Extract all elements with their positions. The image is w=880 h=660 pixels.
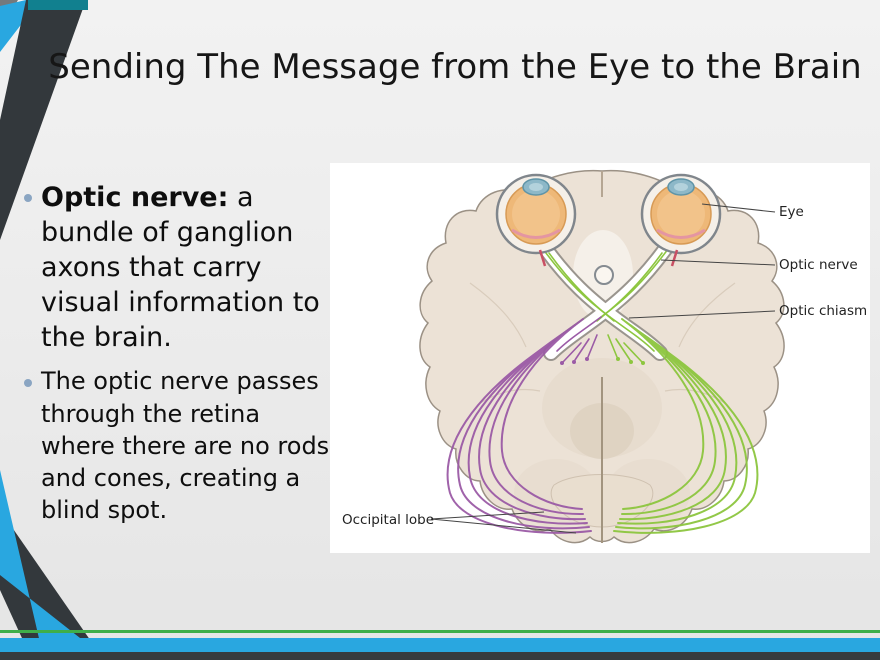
optic-tract-purple [446, 318, 592, 534]
bullet-icon [24, 379, 32, 388]
label-optic-chiasm: Optic chiasm [779, 303, 867, 319]
leader-lines [430, 203, 776, 534]
leader-line-occipital-2 [430, 518, 577, 534]
bottom-blue-bar [0, 638, 880, 652]
label-occipital-lobe: Occipital lobe [342, 512, 434, 528]
bullet-list: Optic nerve: a bundle of ganglion axons … [24, 180, 332, 536]
diagonal-stripe-dark-top [0, 0, 86, 240]
pituitary-circle [594, 265, 614, 285]
brain-interior [469, 171, 736, 543]
slide-title: Sending The Message from the Eye to the … [48, 47, 862, 87]
leader-line-eye [701, 203, 776, 213]
label-eye: Eye [779, 204, 804, 220]
diagonal-stripe-dark-bottom [0, 510, 104, 660]
bottom-green-line [0, 630, 880, 633]
bullet-icon [24, 194, 32, 202]
bullet-item-blind-spot: The optic nerve passes through the retin… [24, 365, 332, 526]
bullet-lead: Optic nerve: [41, 182, 229, 213]
bullet-text: The optic nerve passes through the retin… [41, 365, 332, 526]
top-teal-bar [28, 0, 88, 10]
left-eye [495, 173, 577, 267]
optic-tract-green [613, 318, 759, 534]
bullet-item-optic-nerve: Optic nerve: a bundle of ganglion axons … [24, 180, 332, 355]
leader-line-optic-chiasm [628, 310, 776, 319]
brain-diagram: Eye Optic nerve Optic chiasm Occipital l… [330, 163, 870, 553]
diagonal-stripe-blue [0, 470, 108, 660]
right-eye [640, 173, 722, 267]
leader-line-occipital-1 [430, 511, 545, 520]
chiasm-fibers [542, 248, 669, 365]
bullet-body: a bundle of ganglion axons that carry vi… [41, 182, 320, 354]
brain-diagram-svg: Eye Optic nerve Optic chiasm Occipital l… [342, 169, 867, 544]
leader-line-optic-nerve [660, 259, 776, 266]
label-optic-nerve: Optic nerve [779, 257, 858, 273]
bullet-body: The optic nerve passes through the retin… [41, 367, 330, 525]
bullet-text: Optic nerve: a bundle of ganglion axons … [41, 180, 332, 355]
bottom-dark-bar [0, 652, 880, 660]
